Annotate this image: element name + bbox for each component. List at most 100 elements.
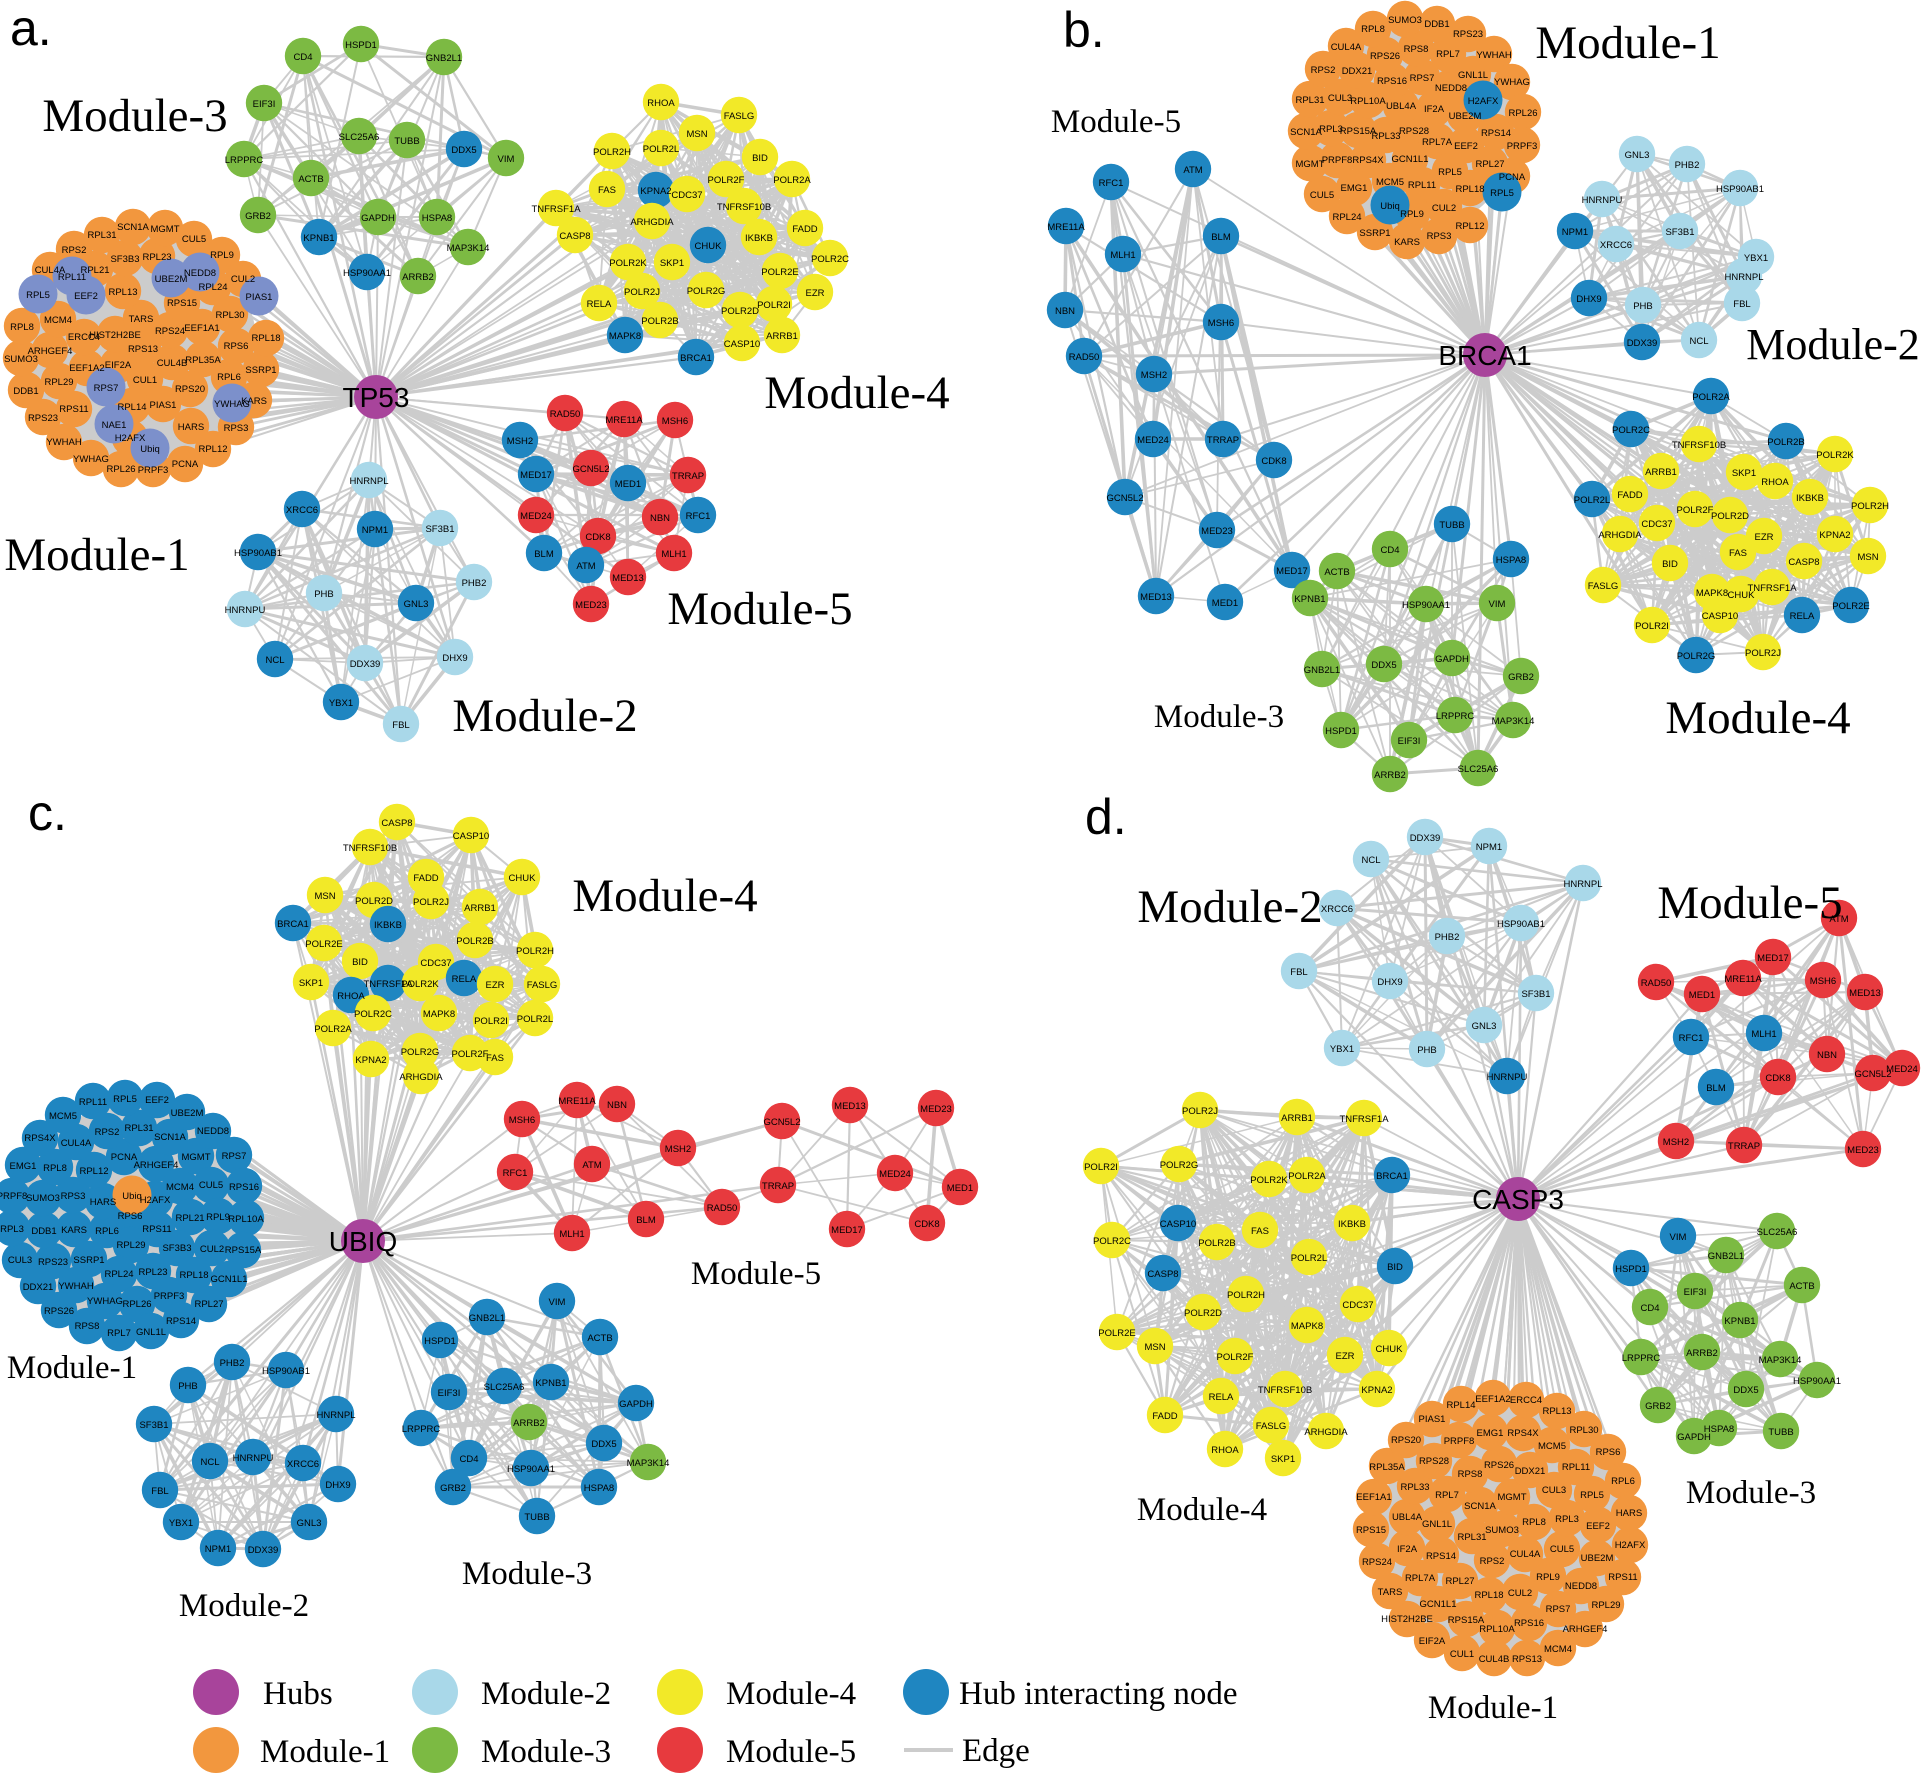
svg-text:FASLG: FASLG [527, 980, 558, 991]
svg-text:FBL: FBL [151, 1486, 168, 1497]
svg-text:SF3B1: SF3B1 [1665, 227, 1694, 238]
svg-text:RPL29: RPL29 [44, 377, 73, 388]
svg-text:POLR2H: POLR2H [516, 946, 554, 957]
svg-text:SKP1: SKP1 [1732, 468, 1756, 479]
svg-text:YWHAG: YWHAG [73, 454, 109, 465]
svg-text:MCM4: MCM4 [166, 1182, 194, 1193]
svg-text:CHUK: CHUK [509, 873, 537, 884]
svg-text:GNL3: GNL3 [297, 1518, 322, 1529]
svg-text:RPS2: RPS2 [62, 245, 87, 256]
svg-text:TNFRSF10B: TNFRSF10B [343, 843, 397, 854]
svg-text:SCN1A: SCN1A [154, 1132, 186, 1143]
svg-text:RFC1: RFC1 [503, 1168, 528, 1179]
svg-text:c.: c. [28, 785, 67, 841]
svg-text:RPL24: RPL24 [104, 1269, 133, 1280]
svg-text:RPL12: RPL12 [1455, 221, 1484, 232]
svg-text:KARS: KARS [241, 396, 267, 407]
svg-text:POLR2H: POLR2H [1227, 1290, 1265, 1301]
svg-text:NBN: NBN [650, 513, 670, 524]
svg-text:Module-4: Module-4 [1137, 1492, 1267, 1528]
svg-text:RPS14: RPS14 [1426, 1551, 1456, 1562]
svg-text:RPL12: RPL12 [79, 1166, 108, 1177]
svg-text:RPL9: RPL9 [210, 250, 234, 261]
svg-text:RPS11: RPS11 [1608, 1572, 1637, 1583]
svg-text:MED13: MED13 [834, 1101, 866, 1112]
svg-text:SKP1: SKP1 [660, 258, 684, 269]
svg-text:EZR: EZR [1755, 532, 1774, 543]
svg-text:H2AFX: H2AFX [140, 1195, 171, 1206]
svg-text:TRRAP: TRRAP [1207, 435, 1239, 446]
svg-text:a.: a. [10, 0, 52, 56]
svg-text:ARHGDIA: ARHGDIA [1304, 1427, 1348, 1438]
svg-text:XRCC6: XRCC6 [287, 1459, 319, 1470]
svg-text:RPL11: RPL11 [79, 1097, 107, 1108]
svg-text:RPL24: RPL24 [198, 282, 227, 293]
svg-text:FAS: FAS [1729, 548, 1747, 559]
svg-text:KPNB1: KPNB1 [1724, 1316, 1755, 1327]
svg-text:GRB2: GRB2 [440, 1483, 466, 1494]
svg-text:Module-3: Module-3 [1154, 699, 1284, 735]
svg-text:EMG1: EMG1 [1341, 183, 1368, 194]
svg-text:RPS13: RPS13 [1512, 1654, 1542, 1665]
svg-text:DDB1: DDB1 [13, 386, 38, 397]
svg-text:RPS28: RPS28 [1399, 126, 1429, 137]
svg-text:CASP10: CASP10 [724, 339, 760, 350]
svg-text:SSRP1: SSRP1 [1359, 228, 1390, 239]
svg-text:RPS15A: RPS15A [1448, 1615, 1485, 1626]
svg-text:RPS23: RPS23 [38, 1257, 68, 1268]
svg-text:ACTB: ACTB [587, 1333, 612, 1344]
svg-text:NAE1: NAE1 [102, 420, 127, 431]
svg-text:CUL1: CUL1 [133, 375, 157, 386]
svg-text:Module-3: Module-3 [42, 90, 227, 142]
svg-text:RPS8: RPS8 [1404, 44, 1429, 55]
svg-text:RPS13: RPS13 [128, 344, 158, 355]
svg-text:POLR2C: POLR2C [1612, 425, 1650, 436]
svg-text:RPL13: RPL13 [108, 287, 137, 298]
svg-text:POLR2J: POLR2J [1182, 1106, 1218, 1117]
svg-text:EIF3I: EIF3I [438, 1388, 461, 1399]
svg-text:YBX1: YBX1 [169, 1518, 193, 1529]
svg-text:CUL2: CUL2 [1432, 203, 1456, 214]
svg-text:EMG1: EMG1 [10, 1161, 37, 1172]
svg-text:ERCC4: ERCC4 [68, 332, 100, 343]
svg-text:BRCA1: BRCA1 [1376, 1171, 1408, 1182]
svg-text:BID: BID [752, 153, 768, 164]
svg-text:RPL33: RPL33 [1400, 1482, 1429, 1493]
svg-text:SCN1A: SCN1A [117, 222, 149, 233]
svg-text:KARS: KARS [61, 1225, 87, 1236]
svg-text:ARHGEF4: ARHGEF4 [134, 1160, 179, 1171]
svg-text:RFC1: RFC1 [1099, 178, 1124, 189]
svg-text:RPL11: RPL11 [58, 272, 86, 283]
svg-text:MAPK8: MAPK8 [1291, 1321, 1323, 1332]
svg-text:TNFRSF1A: TNFRSF1A [1339, 1114, 1389, 1125]
svg-text:RPL14: RPL14 [1446, 1400, 1475, 1411]
svg-text:RPS3: RPS3 [1427, 231, 1452, 242]
svg-text:HSPD1: HSPD1 [345, 40, 377, 51]
svg-text:EEF1A1: EEF1A1 [1356, 1492, 1391, 1503]
svg-text:POLR2F: POLR2F [708, 175, 745, 186]
svg-text:CD4: CD4 [1380, 545, 1399, 556]
svg-text:DDX5: DDX5 [1371, 660, 1396, 671]
svg-text:UBIQ: UBIQ [329, 1226, 397, 1257]
svg-text:RPL26: RPL26 [106, 464, 135, 475]
svg-text:LRPPRC: LRPPRC [1436, 711, 1475, 722]
svg-text:POLR2I: POLR2I [1635, 621, 1669, 632]
svg-text:RELA: RELA [1790, 611, 1815, 622]
svg-text:Module-3: Module-3 [462, 1556, 592, 1592]
svg-text:DDX21: DDX21 [23, 1282, 54, 1293]
svg-text:SUMO3: SUMO3 [4, 354, 38, 365]
svg-text:Hubs: Hubs [263, 1676, 333, 1712]
svg-text:RPS6: RPS6 [118, 1211, 143, 1222]
svg-text:POLR2J: POLR2J [624, 287, 660, 298]
svg-text:TUBB: TUBB [1439, 520, 1464, 531]
svg-text:SSRP1: SSRP1 [245, 365, 276, 376]
svg-text:CD4: CD4 [1640, 1303, 1659, 1314]
svg-text:MED17: MED17 [1757, 953, 1789, 964]
svg-text:KPNA2: KPNA2 [1361, 1385, 1392, 1396]
svg-text:BID: BID [352, 957, 368, 968]
svg-text:PIAS1: PIAS1 [150, 400, 177, 411]
svg-text:HSP90AA1: HSP90AA1 [1402, 600, 1450, 611]
svg-text:DHX9: DHX9 [1377, 977, 1402, 988]
svg-text:RELA: RELA [452, 974, 477, 985]
svg-text:RPS28: RPS28 [1419, 1456, 1449, 1467]
